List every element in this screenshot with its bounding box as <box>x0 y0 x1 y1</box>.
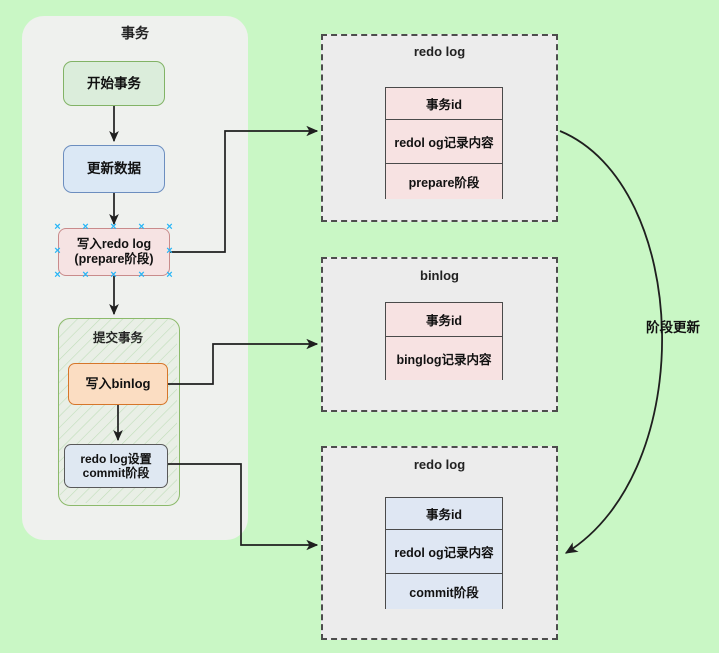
record-table-binlog: 事务id binglog记录内容 <box>385 302 503 380</box>
selection-handle-nw[interactable]: × <box>54 221 61 233</box>
record-row: prepare阶段 <box>386 164 502 199</box>
node-write-binlog-label: 写入binlog <box>85 376 151 392</box>
record-row: 事务id <box>386 303 502 337</box>
node-update-data-label: 更新数据 <box>87 161 141 177</box>
selection-handle-n[interactable]: × <box>110 221 117 233</box>
node-redo-log-set-commit[interactable]: redo log设置 commit阶段 <box>64 444 168 488</box>
commit-group-title: 提交事务 <box>92 330 143 345</box>
feedback-curve-label: 阶段更新 <box>646 320 700 335</box>
node-update-data[interactable]: 更新数据 <box>63 145 165 193</box>
record-table-redo-log-commit: 事务id redol og记录内容 commit阶段 <box>385 497 503 609</box>
record-row: 事务id <box>386 88 502 120</box>
node-begin-transaction-label: 开始事务 <box>87 75 141 91</box>
record-row: redol og记录内容 <box>386 120 502 164</box>
record-row: binglog记录内容 <box>386 337 502 380</box>
record-row: redol og记录内容 <box>386 530 502 574</box>
selection-handle-e[interactable]: × <box>166 245 173 257</box>
selection-handle-w[interactable]: × <box>54 245 61 257</box>
log-group-binlog-title: binlog <box>420 268 459 283</box>
record-table-redo-log-prepare: 事务id redol og记录内容 prepare阶段 <box>385 87 503 199</box>
selection-handle-s[interactable]: × <box>110 269 117 281</box>
selection-handle-n2[interactable]: × <box>82 221 89 233</box>
selection-handle-ne[interactable]: × <box>166 221 173 233</box>
record-row: 事务id <box>386 498 502 530</box>
selection-handle-s2[interactable]: × <box>82 269 89 281</box>
node-write-redo-log-prepare-label: 写入redo log (prepare阶段) <box>74 237 154 266</box>
selection-handle-sw[interactable]: × <box>54 269 61 281</box>
selection-handle-se[interactable]: × <box>166 269 173 281</box>
node-write-binlog[interactable]: 写入binlog <box>68 363 168 405</box>
node-redo-log-set-commit-label: redo log设置 commit阶段 <box>80 451 152 480</box>
selection-handle-s3[interactable]: × <box>138 269 145 281</box>
log-group-redo-log-commit-title: redo log <box>413 457 466 472</box>
record-row: commit阶段 <box>386 574 502 609</box>
log-group-redo-log-prepare-title: redo log <box>413 44 466 59</box>
selection-handle-n3[interactable]: × <box>138 221 145 233</box>
node-begin-transaction[interactable]: 开始事务 <box>63 61 165 106</box>
node-write-redo-log-prepare[interactable]: 写入redo log (prepare阶段) <box>58 228 170 276</box>
transaction-group-title: 事务 <box>121 25 149 41</box>
